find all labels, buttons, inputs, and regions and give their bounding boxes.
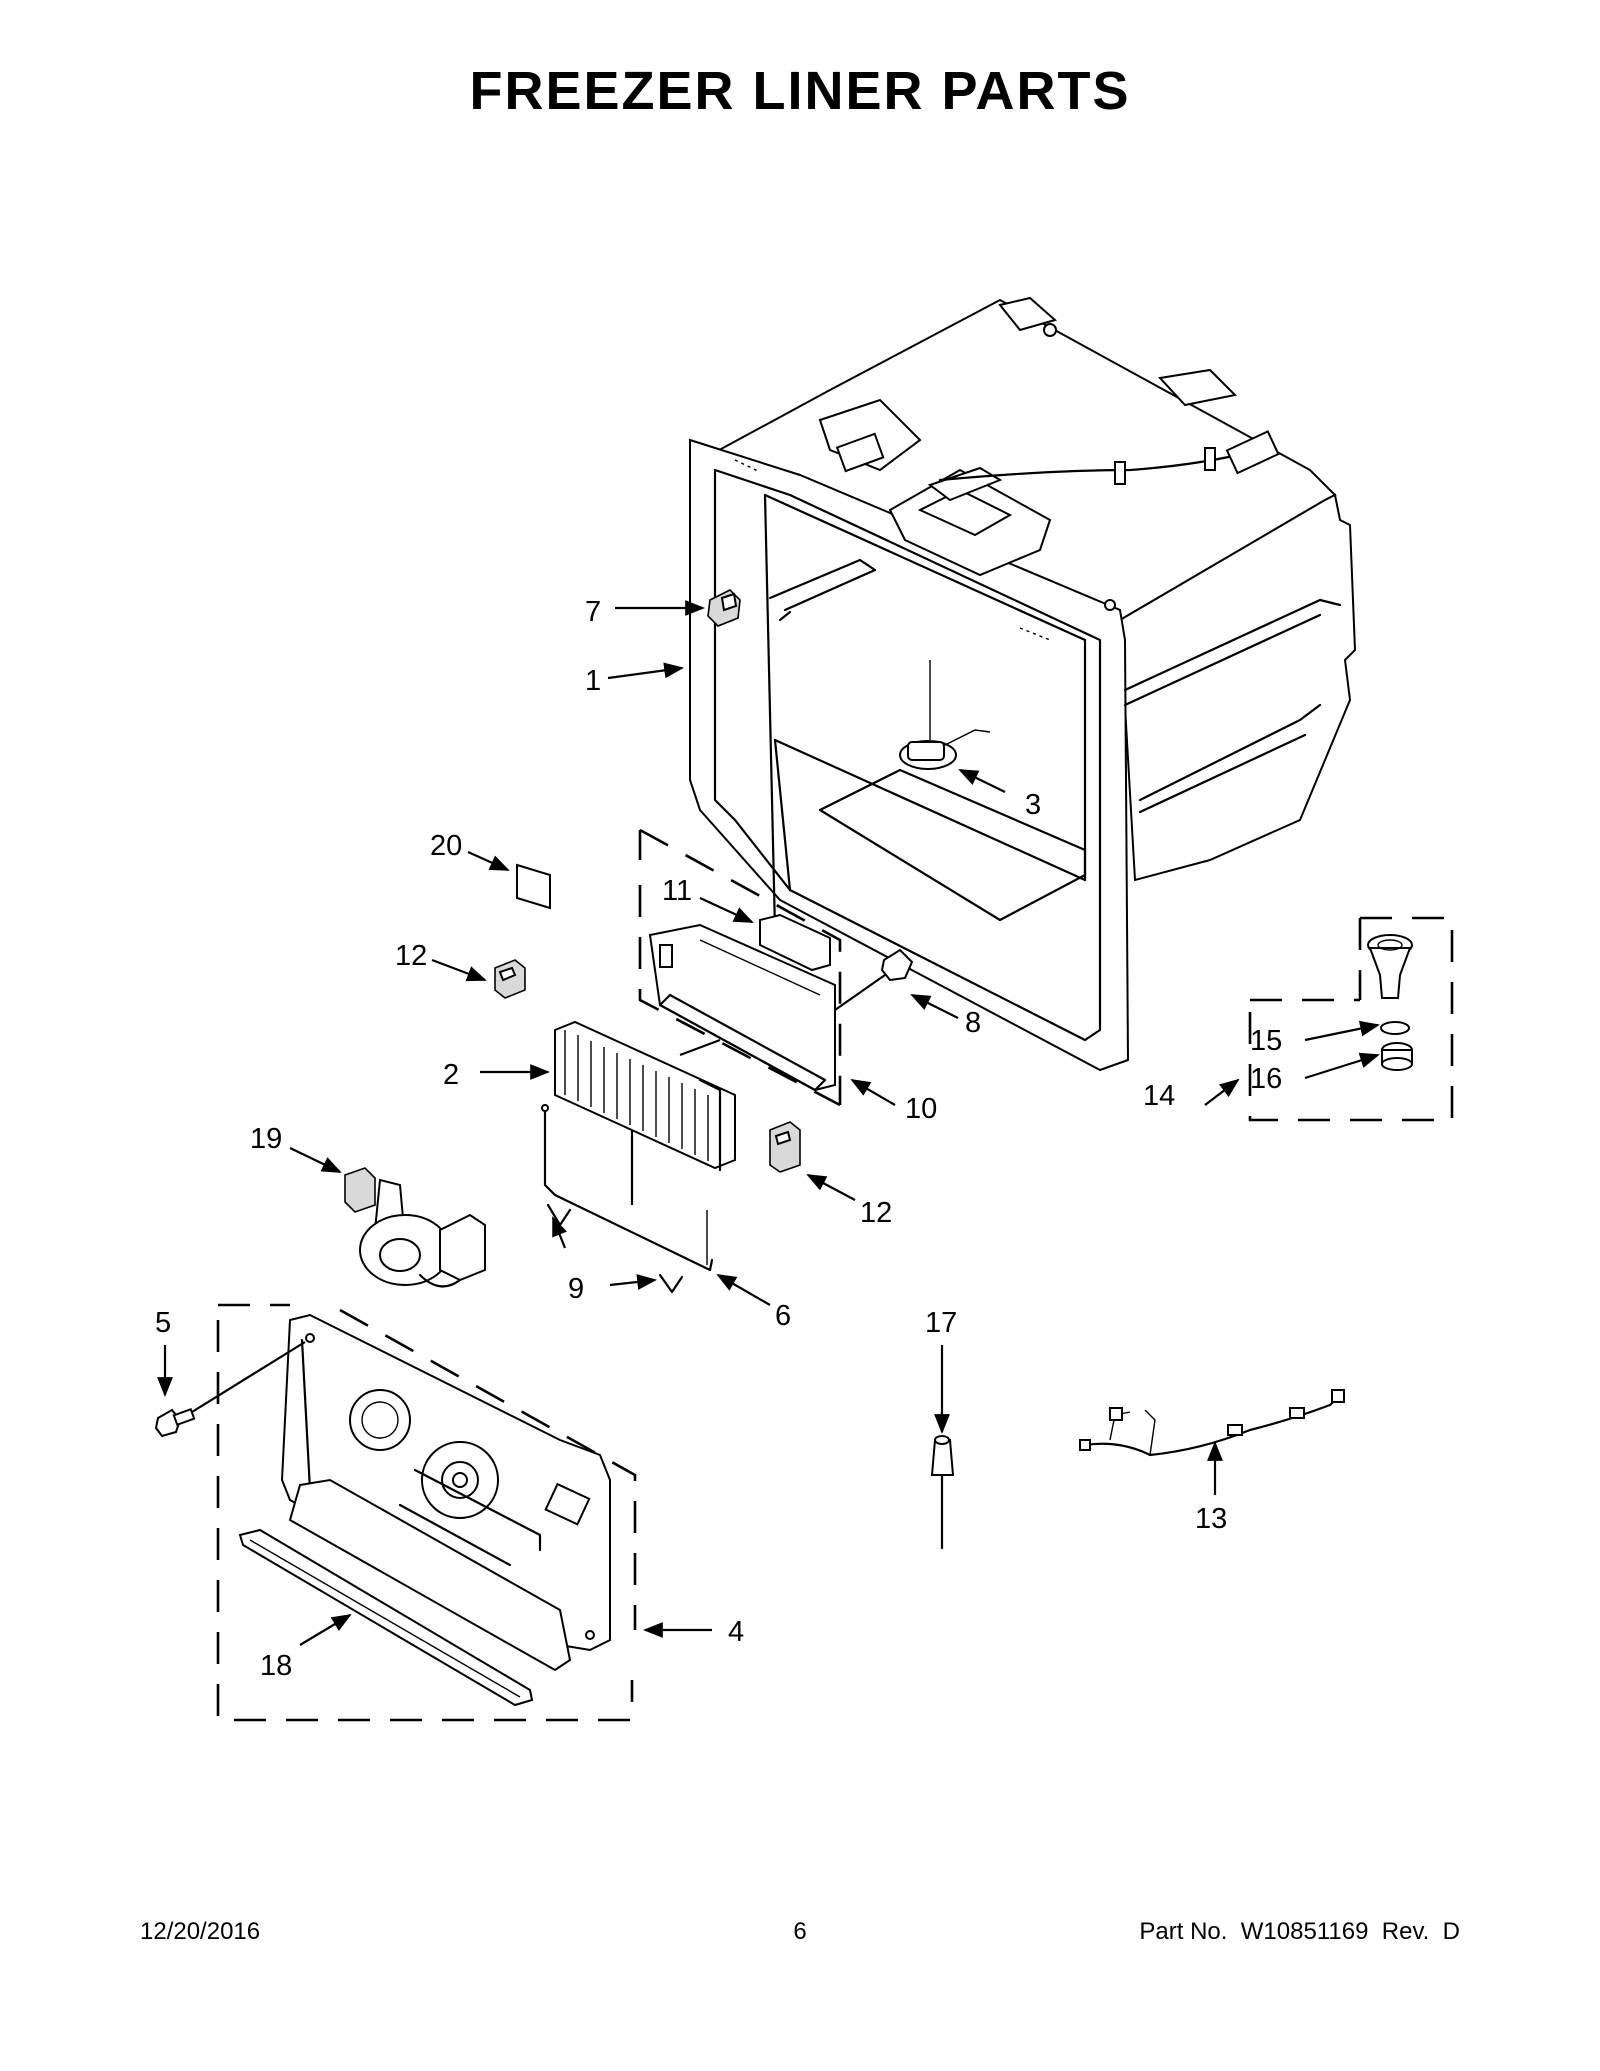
callout-leaders [157, 600, 1380, 1646]
retainer-part-lower [769, 1121, 801, 1173]
callout-18: 18 [260, 1650, 292, 1682]
rear-panel-group [216, 1303, 637, 1722]
callout-1: 1 [585, 665, 601, 697]
screw-part [154, 1341, 306, 1438]
evaporator-fan-part [344, 1167, 486, 1288]
callout-6: 6 [775, 1300, 791, 1332]
callout-8: 8 [965, 1007, 981, 1039]
callout-20: 20 [430, 830, 462, 862]
callout-5: 5 [155, 1307, 171, 1339]
callout-numbers: 7 1 3 20 11 12 8 2 10 14 15 16 19 12 9 6… [155, 596, 1282, 1682]
label-part [516, 863, 551, 910]
clip-part [834, 948, 914, 1011]
retainer-part-upper [494, 959, 526, 999]
callout-19: 19 [250, 1123, 282, 1155]
callout-14: 14 [1143, 1080, 1175, 1112]
callout-11: 11 [662, 875, 692, 907]
freezer-liner [689, 296, 1357, 1072]
footer-date: 12/20/2016 [140, 1918, 261, 1945]
footer-page-number: 6 [793, 1918, 807, 1945]
callout-2: 2 [443, 1059, 459, 1091]
drain-trap-group [1248, 916, 1454, 1122]
callout-16: 16 [1250, 1063, 1282, 1095]
defrost-heater-part [541, 1104, 714, 1272]
wire-harness-part [1079, 1389, 1345, 1457]
callout-7: 7 [585, 596, 601, 628]
callout-13: 13 [1195, 1503, 1227, 1535]
callout-15: 15 [1250, 1025, 1282, 1057]
callout-17: 17 [925, 1307, 957, 1339]
evaporator-part [554, 1020, 736, 1205]
callout-9: 9 [568, 1273, 584, 1305]
thermistor-part [930, 1435, 955, 1550]
callout-12-lower: 12 [860, 1197, 892, 1229]
footer-part-number: Part No. W10851169 Rev. D [1139, 1918, 1460, 1945]
page-title: FREEZER LINER PARTS [469, 61, 1131, 121]
door-switch-part [707, 589, 741, 627]
callout-3: 3 [1025, 789, 1041, 821]
callout-4: 4 [728, 1616, 744, 1648]
evaporator-cover-group [638, 828, 842, 1107]
callout-10: 10 [905, 1093, 937, 1125]
damper-part [899, 660, 991, 770]
callout-12-upper: 12 [395, 940, 427, 972]
